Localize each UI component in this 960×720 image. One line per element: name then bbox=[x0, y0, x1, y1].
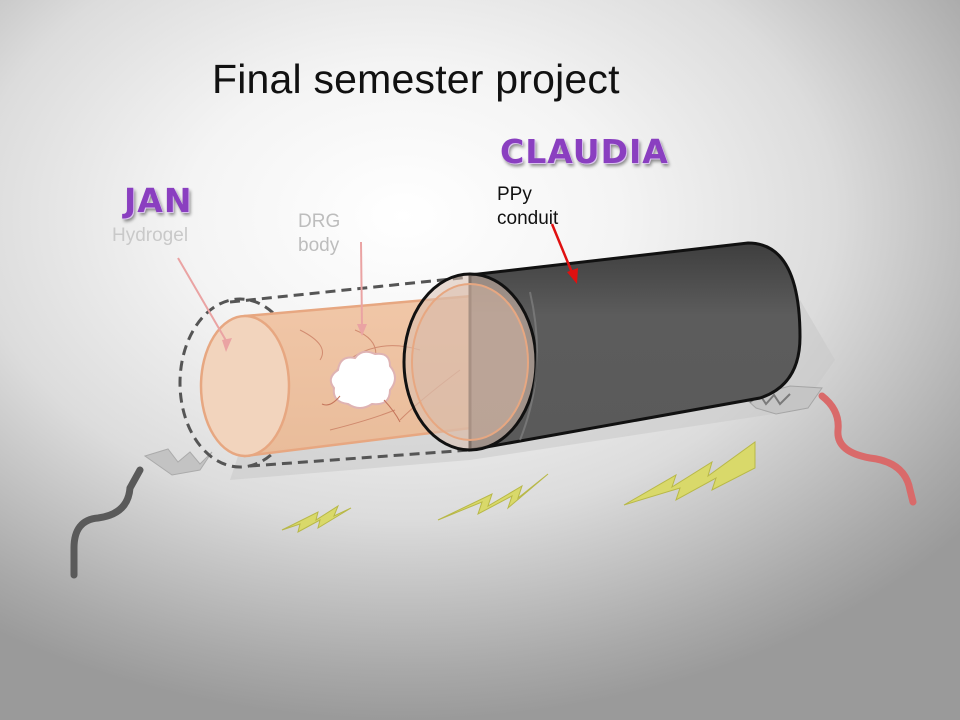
ppy-conduit-arrow bbox=[550, 223, 578, 284]
slide-title: Final semester project bbox=[212, 56, 620, 102]
left-electrode-wire bbox=[70, 448, 213, 579]
drg-body-arrow bbox=[357, 241, 367, 336]
lightning-bolt-medium bbox=[437, 473, 549, 521]
right-electrode-wire bbox=[743, 385, 917, 506]
lightning-bolt-large bbox=[623, 441, 756, 506]
annotation-hydrogel: Hydrogel bbox=[112, 225, 189, 246]
ppy-conduit bbox=[402, 241, 802, 452]
hydrogel-arrow bbox=[177, 257, 232, 352]
lightning-bolt-small bbox=[281, 504, 352, 533]
name-label-jan: JAN bbox=[124, 181, 193, 220]
drg-body bbox=[321, 350, 401, 423]
name-label-claudia: CLAUDIA bbox=[500, 132, 669, 171]
annotation-drg-body: DRG body bbox=[298, 211, 341, 256]
annotation-ppy-conduit: PPy conduit bbox=[497, 184, 559, 229]
